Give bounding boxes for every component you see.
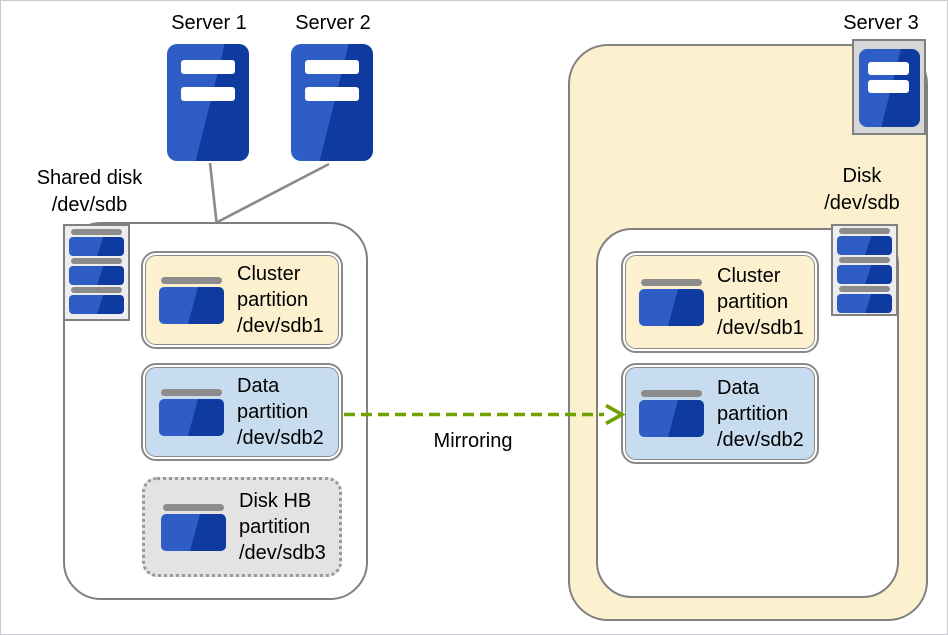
server2-to-disk-line — [216, 162, 330, 224]
data-partition-label: Data partition /dev/sdb2 — [237, 375, 324, 449]
data-partition-box-left: Data partition /dev/sdb2 — [141, 363, 343, 461]
partition-icon — [159, 276, 224, 324]
partition-icon — [159, 388, 224, 436]
mirroring-label: Mirroring — [433, 430, 513, 452]
partition-icon — [639, 278, 704, 326]
server1-to-disk-line — [208, 162, 218, 223]
server3-icon — [859, 49, 920, 127]
cluster-partition-box-right: Cluster partition /dev/sdb1 — [621, 251, 819, 353]
cluster-partition-label: Cluster partition /dev/sdb1 — [237, 263, 324, 337]
cluster-partition-box-left: Cluster partition /dev/sdb1 — [141, 251, 343, 349]
server1-icon — [167, 44, 249, 161]
partition-icon — [161, 503, 226, 551]
server2-icon — [291, 44, 373, 161]
shared-disk-label: Shared disk /dev/sdb — [36, 167, 143, 216]
disk-icon — [831, 224, 898, 316]
server1-label: Server 1 — [171, 12, 247, 34]
partition-icon — [639, 390, 704, 437]
data-partition-box-right: Data partition /dev/sdb2 — [621, 363, 819, 464]
disk-hb-partition-box: Disk HB partition /dev/sdb3 — [142, 477, 342, 577]
data-partition-label: Data partition /dev/sdb2 — [717, 376, 804, 451]
disk-label: Disk /dev/sdb — [824, 165, 900, 214]
shared-disk-icon — [63, 224, 130, 321]
server2-label: Server 2 — [295, 12, 371, 34]
server3-label: Server 3 — [843, 12, 919, 34]
server3-icon-box — [852, 39, 926, 135]
cluster-partition-label: Cluster partition /dev/sdb1 — [717, 265, 804, 339]
disk-hb-partition-label: Disk HB partition /dev/sdb3 — [239, 490, 326, 564]
